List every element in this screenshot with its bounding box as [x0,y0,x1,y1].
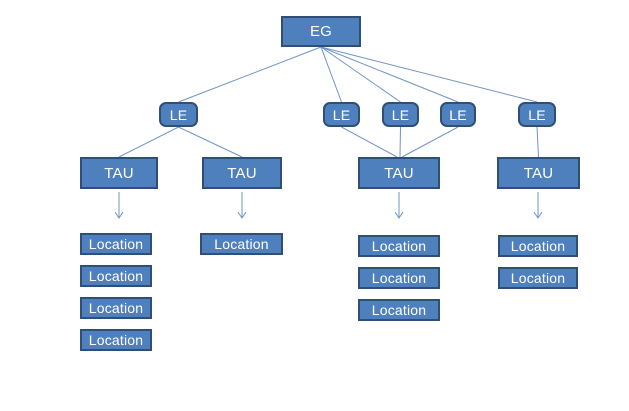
connector-eg-le5 [320,46,538,103]
node-tau-1: TAU [80,157,158,189]
arrowhead-tau3 [394,211,404,219]
node-location-c4-r1: Location [498,235,578,257]
connector-le1-tau1 [118,126,179,158]
connector-le1-tau2 [178,126,243,158]
node-location-c1-r1: Location [80,233,152,255]
connector-eg-le2 [320,46,342,103]
node-location-c4-r2: Location [498,267,578,289]
connector-le4-tau3 [401,126,459,158]
arrowhead-tau2 [237,211,247,219]
connector-le3-tau3 [399,126,401,158]
node-le-2: LE [323,102,360,127]
node-le-5: LE [518,102,556,127]
arrowhead-tau4 [533,211,543,219]
node-location-c2-r1: Location [200,233,283,255]
node-le-4: LE [440,102,476,127]
node-le-1: LE [159,102,198,127]
node-tau-2: TAU [202,157,282,189]
node-le-3: LE [382,102,419,127]
node-tau-4: TAU [497,157,580,189]
connector-eg-le3 [320,46,401,103]
node-location-c1-r2: Location [80,265,152,287]
connector-le5-tau4 [536,126,539,158]
node-location-c3-r2: Location [358,267,440,289]
node-location-c3-r1: Location [358,235,440,257]
node-eg: EG [281,16,361,47]
connector-eg-le1 [178,46,322,103]
node-location-c1-r3: Location [80,297,152,319]
node-tau-3: TAU [358,157,440,189]
node-location-c1-r4: Location [80,329,152,351]
node-location-c3-r3: Location [358,299,440,321]
arrowhead-tau1 [114,211,124,219]
connector-le2-tau3 [341,126,398,158]
connector-eg-le4 [320,46,459,103]
